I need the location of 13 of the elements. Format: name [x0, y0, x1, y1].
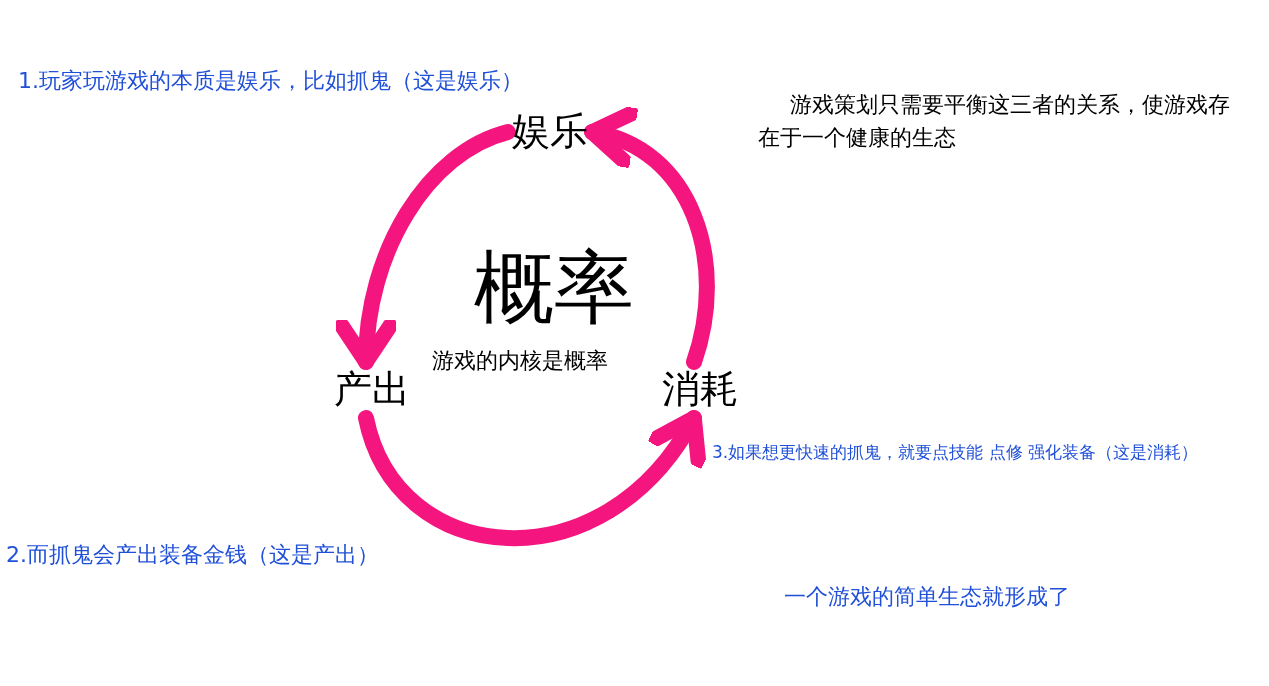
stage-label: 产出	[334, 366, 410, 414]
curved-arrow	[358, 410, 703, 546]
annotation-text: 2.而抓鬼会产出装备金钱（这是产出）	[6, 541, 379, 569]
annotation-text: 游戏策划只需要平衡这三者的关系，使游戏存在于一个健康的生态	[758, 91, 1231, 152]
stage-label: 娱乐	[512, 108, 588, 156]
center-title: 概率	[474, 248, 634, 328]
center-subtitle: 游戏的内核是概率	[432, 347, 608, 375]
curved-arrow	[584, 109, 715, 370]
annotation-text: 1.玩家玩游戏的本质是娱乐，比如抓鬼（这是娱乐）	[18, 67, 523, 95]
stage-label: 消耗	[662, 366, 738, 414]
annotation-text: 一个游戏的简单生态就形成了	[784, 583, 1070, 611]
curved-arrow	[335, 124, 516, 370]
annotation-text: 3.如果想更快速的抓鬼，就要点技能 点修 强化装备（这是消耗）	[712, 441, 1199, 464]
